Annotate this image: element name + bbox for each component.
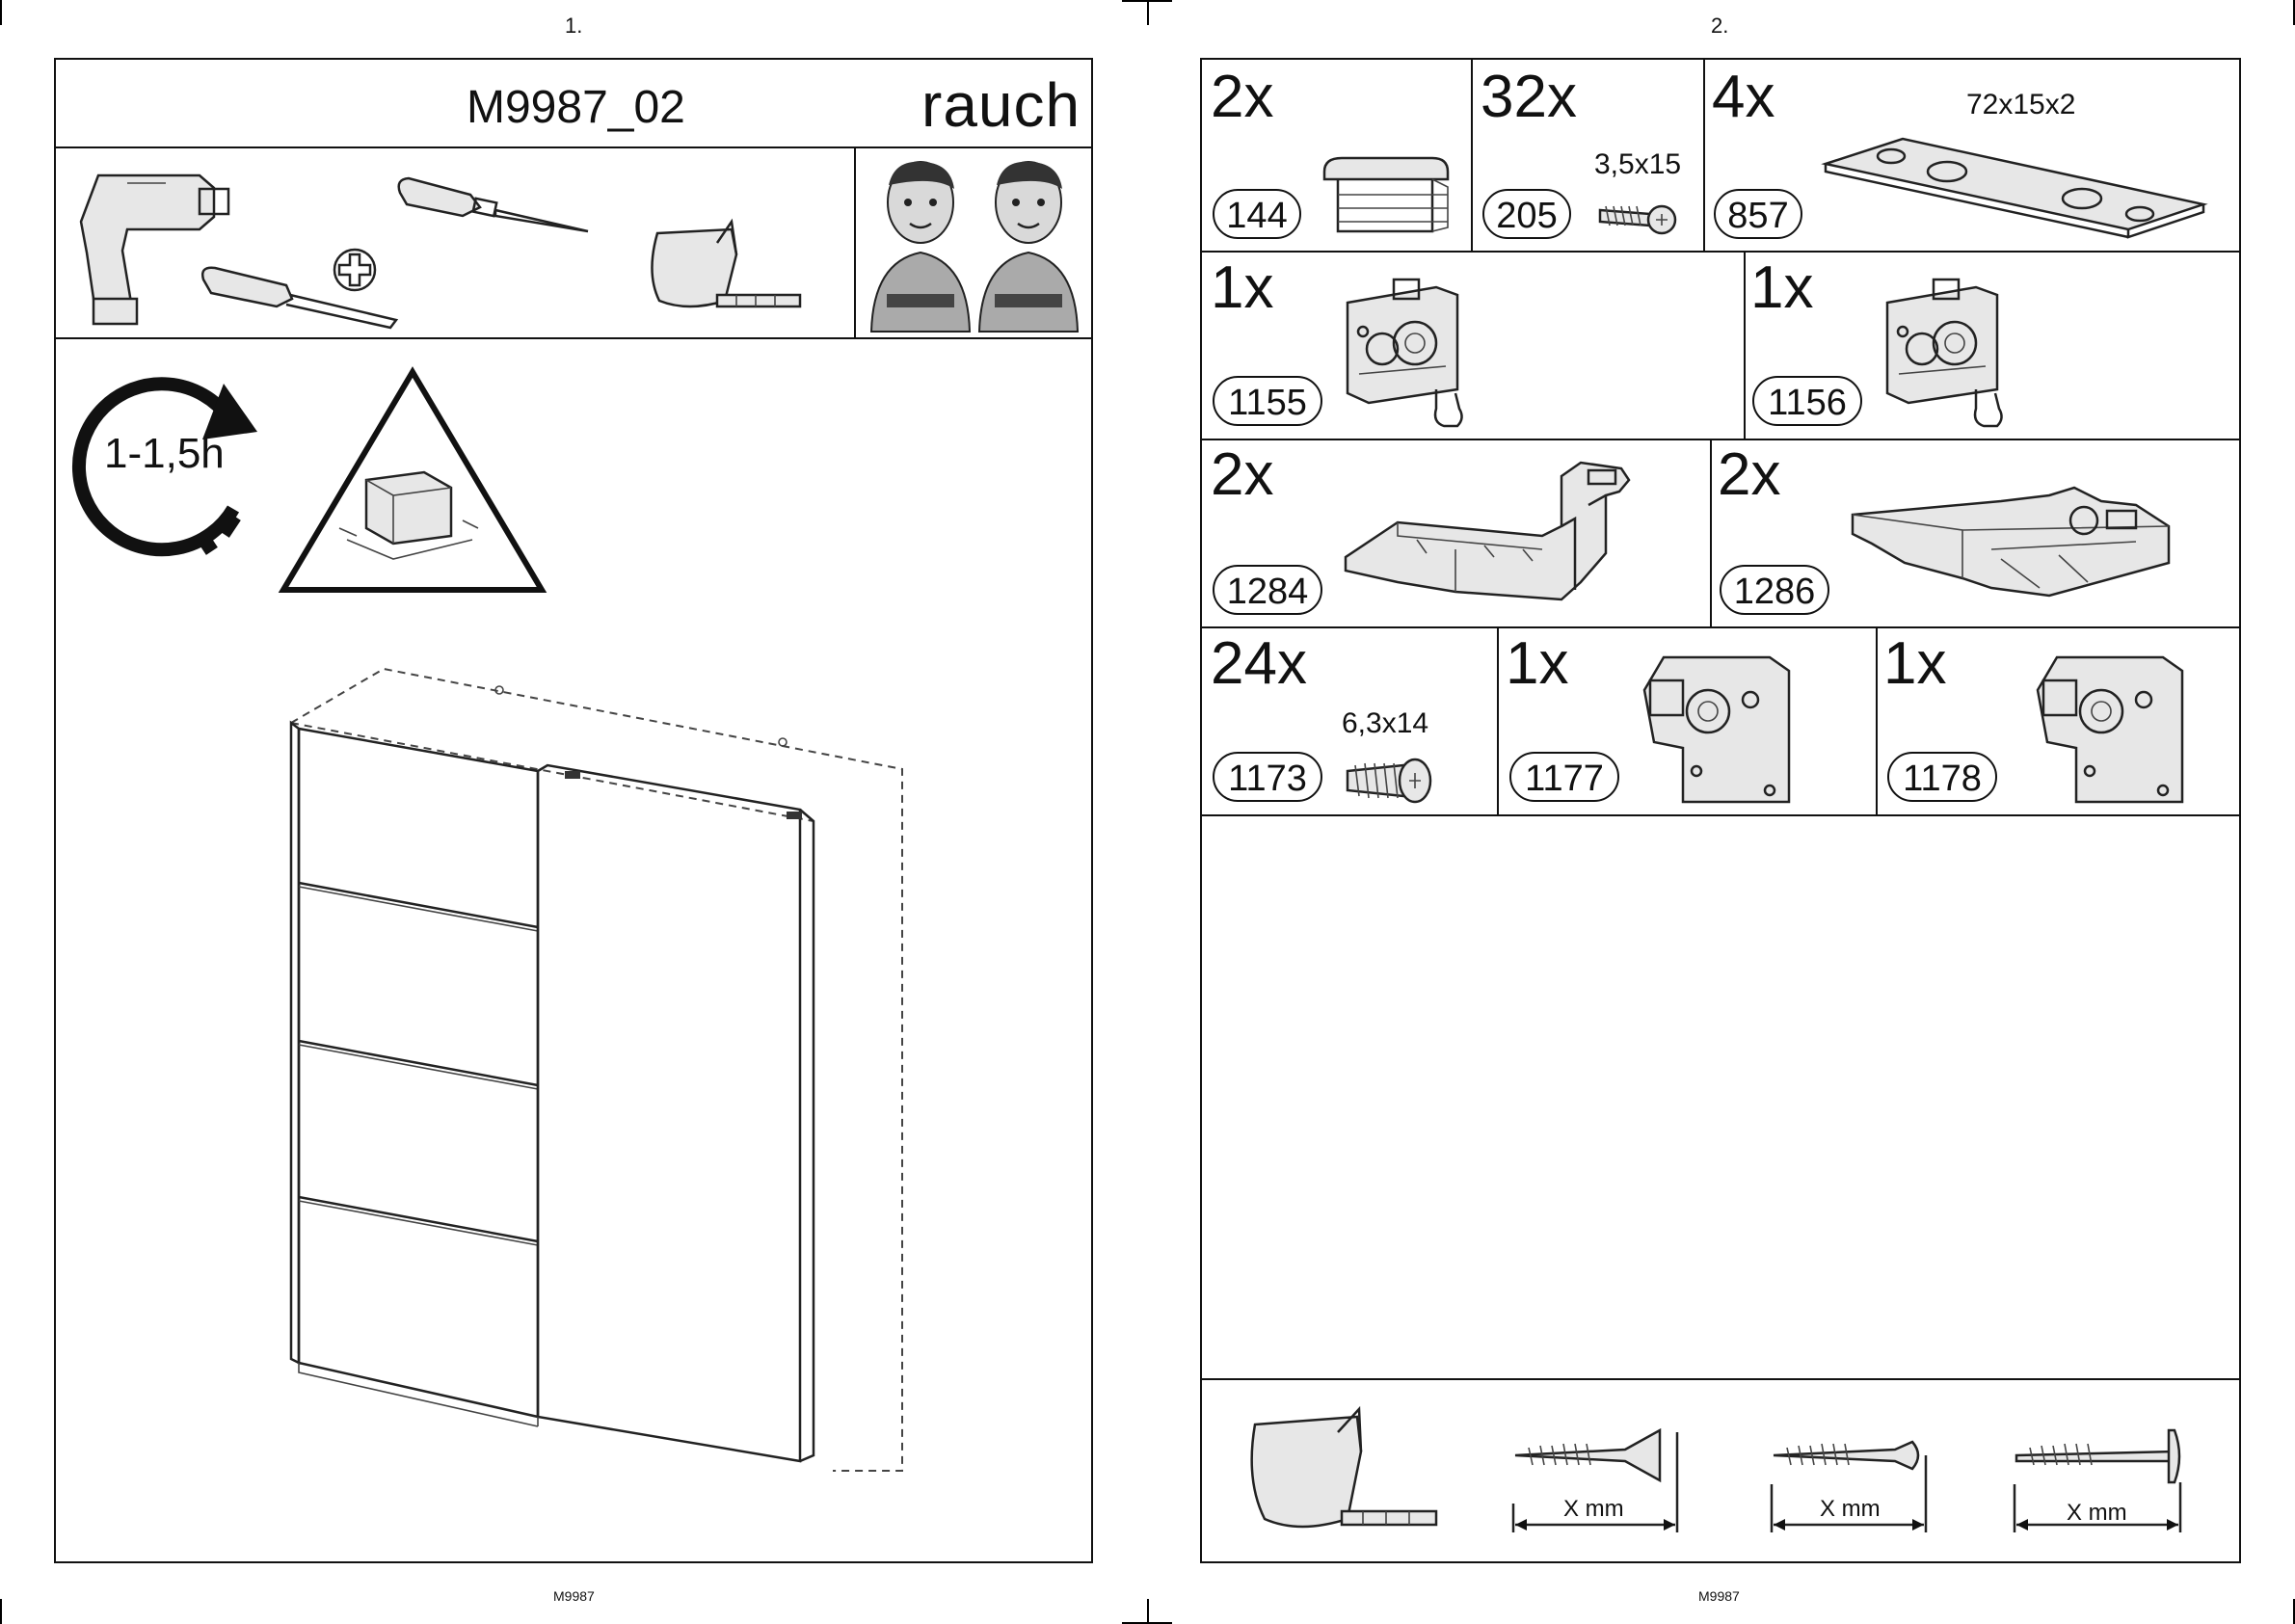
part-quantity: 1x (1883, 634, 1946, 694)
crop-mark (1122, 0, 1147, 2)
page-number: 2. (1711, 13, 1728, 39)
part-number: 1173 (1213, 752, 1322, 802)
crop-mark (1147, 0, 1149, 25)
awl-icon (395, 173, 598, 241)
part-number: 1155 (1213, 376, 1322, 426)
rail-bracket-icon (1847, 482, 2175, 607)
part-quantity: 1x (1211, 258, 1273, 318)
divider (1710, 439, 1712, 626)
measure-label: X mm (1820, 1496, 1881, 1523)
end-cap-icon (1319, 154, 1454, 243)
part-spec: 72x15x2 (1966, 89, 2075, 121)
part-quantity: 2x (1211, 67, 1273, 127)
divider (1744, 251, 1746, 439)
part-quantity: 2x (1718, 445, 1780, 505)
divider (1200, 626, 2241, 628)
page-footer: M9987 (1698, 1588, 1740, 1604)
crop-mark (0, 0, 2, 25)
divider (54, 337, 1093, 339)
two-person-assembly-icon (867, 156, 1085, 332)
part-number: 1156 (1752, 376, 1862, 426)
part-quantity: 1x (1506, 634, 1568, 694)
measure-label: X mm (1563, 1496, 1624, 1523)
measure-label: X mm (2067, 1500, 2127, 1527)
divider (54, 146, 1093, 148)
part-number: 1284 (1213, 565, 1322, 615)
warning-triangle-icon (280, 366, 546, 594)
part-spec: 3,5x15 (1594, 148, 1681, 181)
part-quantity: 32x (1481, 67, 1577, 127)
part-quantity: 24x (1211, 634, 1307, 694)
part-number: 857 (1714, 189, 1802, 239)
brand-logo: rauch (921, 69, 1081, 141)
part-number: 1177 (1509, 752, 1619, 802)
phillips-plus-icon (332, 247, 378, 293)
part-number: 205 (1482, 189, 1571, 239)
sliding-door-guide-icon (1340, 274, 1475, 428)
model-number: M9987_02 (467, 81, 685, 134)
divider (1876, 626, 1878, 814)
crop-mark (0, 1599, 2, 1624)
part-quantity: 4x (1712, 67, 1775, 127)
divider (1200, 1378, 2241, 1380)
page-footer: M9987 (553, 1588, 595, 1604)
divider (1703, 58, 1705, 251)
sliding-door-guide-icon (1880, 274, 2015, 428)
euro-screw-icon (1342, 752, 1438, 810)
crop-mark (1147, 1599, 1149, 1624)
divider (1497, 626, 1499, 814)
divider (1200, 439, 2241, 440)
assembly-time: 1-1,5h (104, 430, 225, 478)
roller-fitting-icon (1625, 652, 1799, 808)
crop-mark (1147, 0, 1172, 2)
wardrobe-illustration (285, 665, 912, 1475)
part-number: 1178 (1887, 752, 1997, 802)
page-number: 1. (565, 13, 582, 39)
divider (1200, 814, 2241, 816)
screw-icon (1590, 193, 1679, 241)
part-quantity: 1x (1750, 258, 1813, 318)
tape-measure-icon (640, 216, 809, 322)
tape-measure-icon (1241, 1403, 1444, 1548)
part-spec: 6,3x14 (1342, 707, 1428, 740)
roller-fitting-icon (2018, 652, 2192, 808)
divider (1471, 58, 1473, 251)
connector-plate-icon (1822, 135, 2207, 231)
part-quantity: 2x (1211, 445, 1273, 505)
rail-bracket-icon (1340, 457, 1639, 621)
part-number: 1286 (1720, 565, 1829, 615)
divider (854, 146, 856, 339)
divider (1200, 251, 2241, 253)
part-number: 144 (1213, 189, 1301, 239)
